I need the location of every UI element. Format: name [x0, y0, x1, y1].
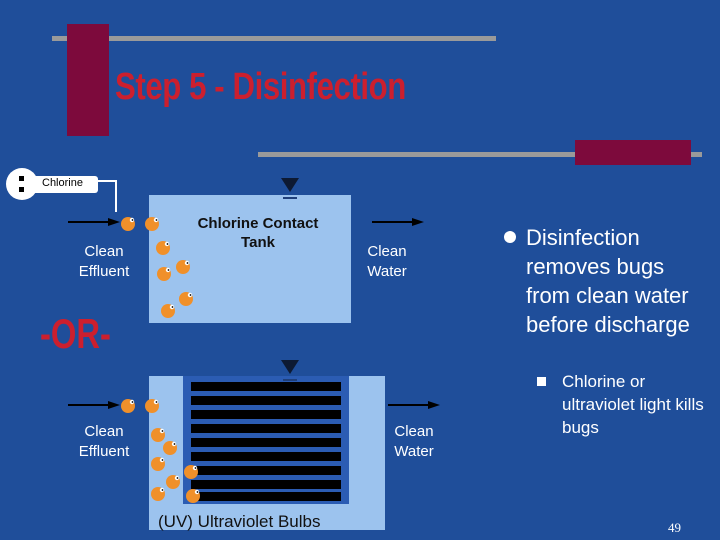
uv-bulb	[191, 382, 341, 391]
bottom-inlet-label: Clean Effluent	[78, 423, 130, 460]
bullet-sub: Chlorine or ultraviolet light kills bugs	[534, 370, 714, 439]
chlorine-tank-label: Chlorine Contact Tank	[197, 215, 319, 251]
bug-icon	[121, 399, 135, 413]
bug-icon	[145, 399, 159, 413]
uv-bulb	[191, 410, 341, 419]
bug-icon	[179, 292, 193, 306]
bug-icon	[151, 428, 165, 442]
title-decor-block	[67, 24, 109, 136]
page-number: 49	[668, 520, 681, 535]
bug-icon	[156, 241, 170, 255]
bottom-outlet-arrow	[388, 401, 440, 409]
bullet-main-text: Disinfection removes bugs from clean wat…	[526, 225, 690, 337]
top-decor-bar	[52, 36, 496, 41]
uv-bulb	[191, 438, 341, 447]
or-separator: -OR-	[40, 310, 111, 357]
uv-bulb	[191, 492, 341, 501]
bug-icon	[161, 304, 175, 318]
bug-icon	[157, 267, 171, 281]
chlorine-feed-line	[92, 180, 117, 212]
chlorine-label: Chlorine	[42, 177, 83, 189]
bug-icon	[163, 441, 177, 455]
uv-bulb	[191, 396, 341, 405]
bullet-sub-text: Chlorine or ultraviolet light kills bugs	[562, 372, 704, 437]
bug-icon	[121, 217, 135, 231]
top-outlet-label: Clean Water	[367, 243, 407, 280]
uv-bulbs-label: (UV) Ultraviolet Bulbs	[158, 512, 321, 531]
bug-icon	[184, 465, 198, 479]
top-down-arrow	[281, 178, 299, 199]
uv-bulb	[191, 452, 341, 461]
top-outlet-arrow	[372, 218, 424, 226]
top-inlet-label: Clean Effluent	[78, 243, 130, 280]
bug-icon	[145, 217, 159, 231]
bottom-decor-bar	[258, 152, 702, 157]
top-inlet-arrow	[68, 218, 120, 226]
bullet-square-icon	[537, 377, 546, 386]
uv-bulb-housing	[183, 376, 349, 504]
bug-icon	[186, 489, 200, 503]
bottom-outlet-label: Clean Water	[394, 423, 434, 460]
bottom-decor-block	[575, 140, 691, 165]
bug-icon	[151, 457, 165, 471]
slide-title: Step 5 - Disinfection	[115, 66, 406, 108]
chlorine-source: Chlorine	[6, 168, 98, 200]
uv-bulb	[191, 480, 341, 489]
bullet-main: Disinfection removes bugs from clean wat…	[500, 223, 706, 339]
bottom-inlet-arrow	[68, 401, 120, 409]
bug-icon	[166, 475, 180, 489]
bottom-down-arrow	[281, 360, 299, 381]
bug-icon	[151, 487, 165, 501]
bug-icon	[176, 260, 190, 274]
uv-bulb	[191, 466, 341, 475]
uv-bulb	[191, 424, 341, 433]
bullet-dot-icon	[504, 231, 516, 243]
